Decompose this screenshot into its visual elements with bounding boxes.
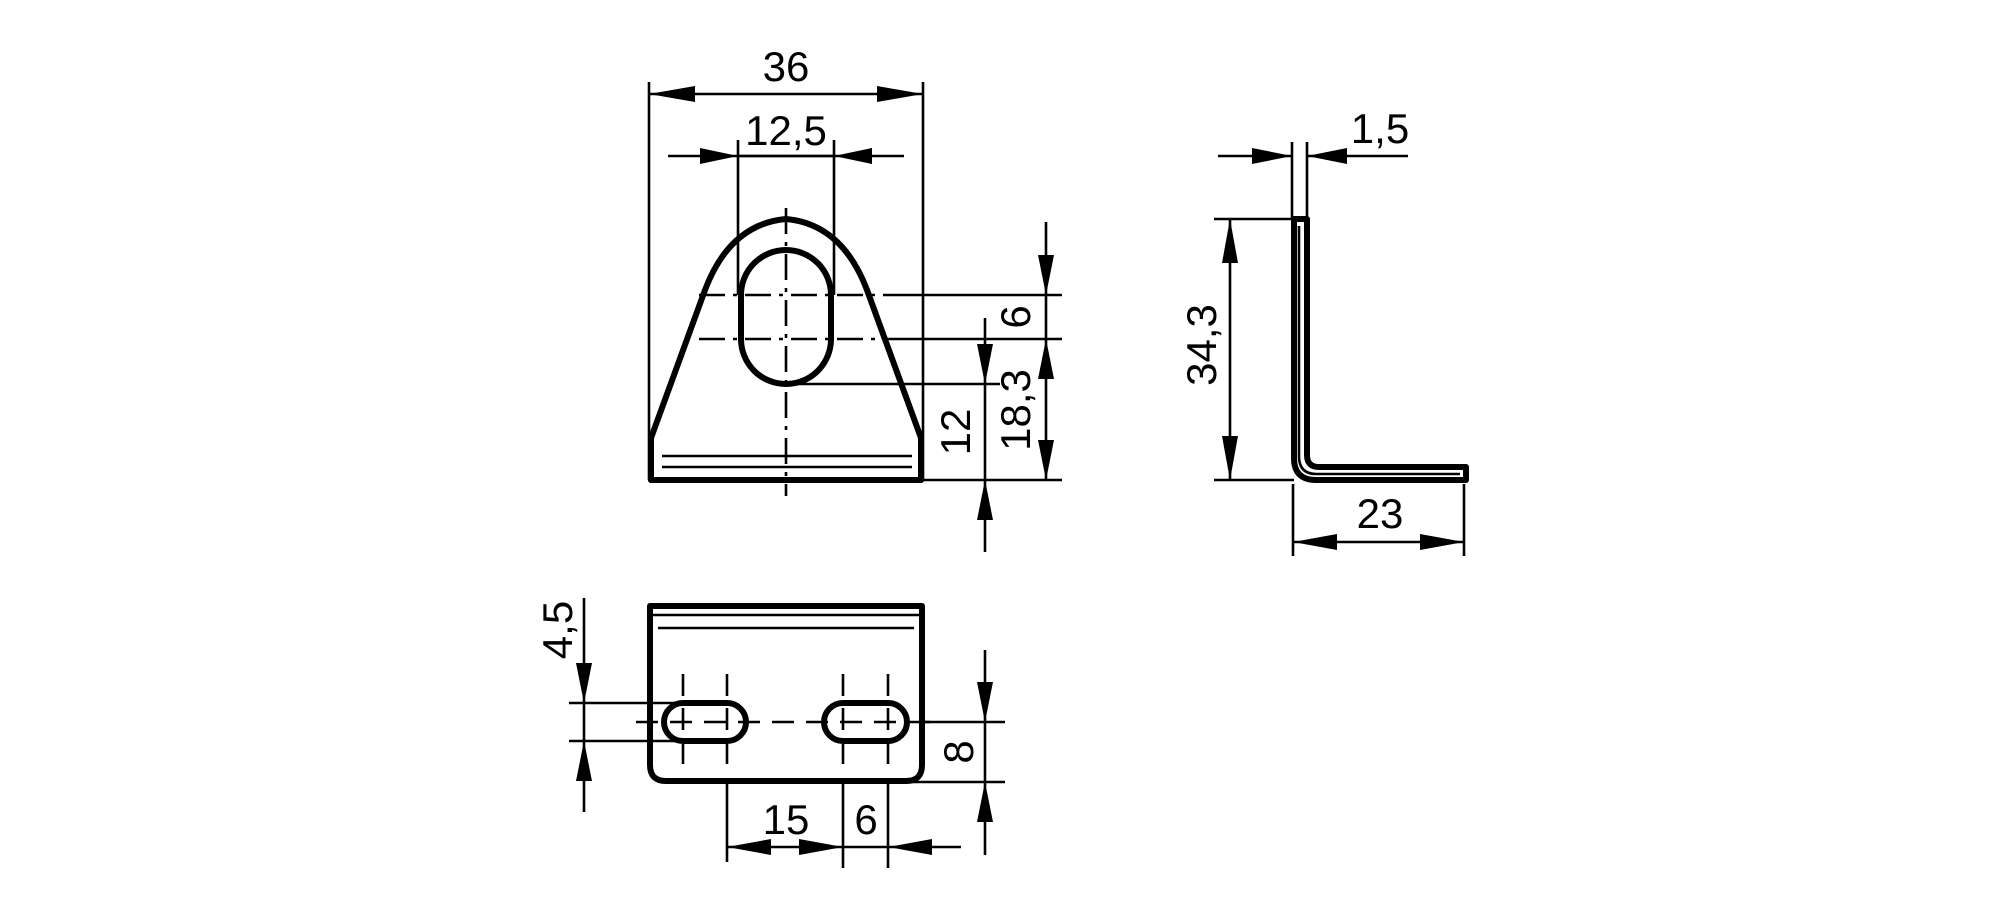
- side-view-profile: [1291, 216, 1469, 483]
- dim-slot-length-front: 6: [992, 305, 1039, 328]
- bottom-slot-left: [661, 700, 749, 744]
- front-dimensions: 36 12,5 6 18,3 12: [647, 43, 1062, 552]
- dim-slot-spacing: 15: [763, 796, 810, 843]
- front-slot: [738, 247, 834, 387]
- dim-overall-width: 36: [763, 43, 810, 90]
- dim-slot-edge-distance: 8: [935, 740, 982, 763]
- bottom-slot-right: [821, 700, 910, 744]
- dim-slot-bottom-height: 12: [932, 409, 979, 456]
- side-dimensions: 1,5 34,3 23: [1178, 105, 1466, 556]
- bottom-dimensions: 4,5 8 15 6: [534, 598, 1005, 868]
- bottom-view-outline: [647, 603, 925, 784]
- front-view: [648, 208, 924, 496]
- dim-slot-center-height: 18,3: [992, 369, 1039, 451]
- dim-slot-width-bottom: 4,5: [534, 601, 581, 659]
- side-view: [1291, 216, 1469, 483]
- dim-thickness: 1,5: [1351, 105, 1409, 152]
- dim-slot-width-front: 12,5: [745, 107, 827, 154]
- bottom-view: [636, 603, 940, 784]
- dim-leg-length: 23: [1357, 490, 1404, 537]
- dim-slot-length-bottom: 6: [854, 796, 877, 843]
- dim-height: 34,3: [1178, 304, 1225, 386]
- side-inner-line: [1297, 226, 1460, 476]
